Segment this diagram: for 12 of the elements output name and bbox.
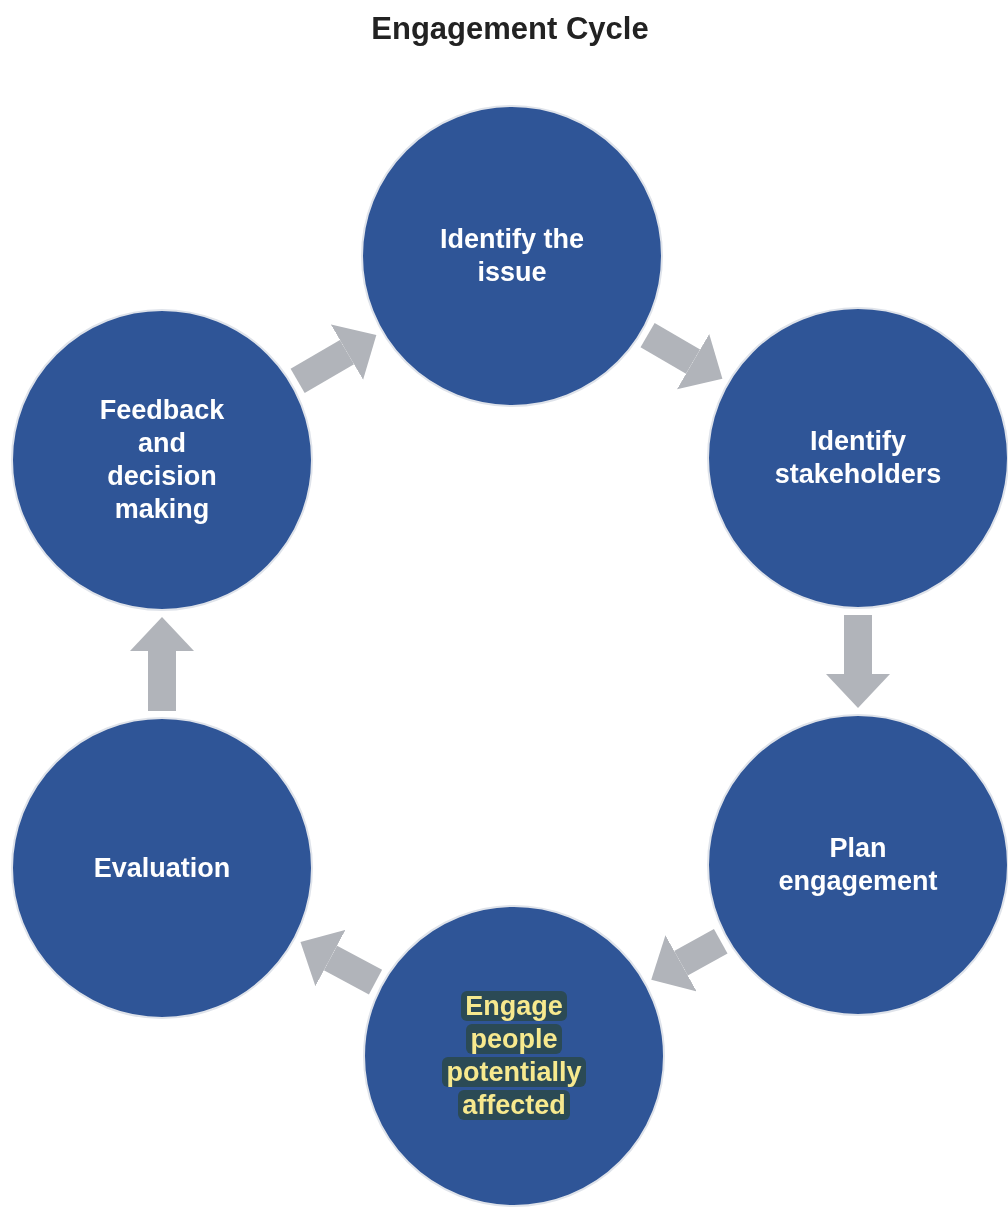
block-arrow xyxy=(651,928,728,992)
step-label: Evaluation xyxy=(93,851,231,885)
step-label: Feedback and decision making xyxy=(98,394,226,526)
block-arrow xyxy=(640,323,723,390)
step-label: Identify the issue xyxy=(439,223,585,289)
step-label: Plan engagement xyxy=(777,832,939,898)
block-arrow xyxy=(290,324,377,394)
block-arrow xyxy=(826,615,890,708)
block-arrow xyxy=(130,617,194,711)
diagram-title: Engagement Cycle xyxy=(370,10,650,48)
step-label: Identify stakeholders xyxy=(773,425,943,491)
block-arrow xyxy=(300,929,383,995)
